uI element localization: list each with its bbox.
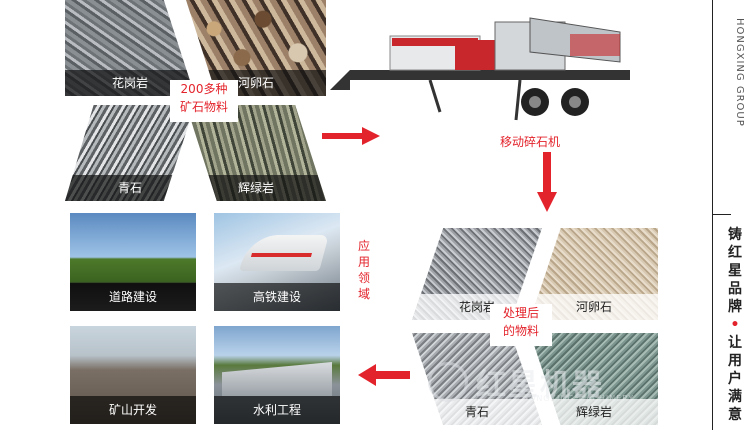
sidebar-brand-en: HONGXING GROUP bbox=[734, 18, 745, 127]
watermark-brand-en: HONGXING MACHINERY bbox=[522, 394, 635, 403]
water-conservancy-image: 水利工程 bbox=[214, 326, 340, 424]
processed-materials-center-label: 处理后 的物料 bbox=[490, 304, 552, 346]
brand-sidebar: HONGXING GROUP 铸红星品牌 • 让用户满意 bbox=[712, 0, 752, 430]
applications-title: 应用领域 bbox=[357, 239, 370, 301]
slogan-dot: • bbox=[730, 317, 740, 333]
sidebar-slogan: 铸红星品牌 • 让用户满意 bbox=[725, 226, 745, 424]
mining-label: 矿山开发 bbox=[70, 396, 196, 424]
train-graphic bbox=[239, 235, 329, 271]
arrow-left-icon bbox=[358, 364, 410, 386]
diabase-raw-label: 辉绿岩 bbox=[186, 175, 326, 201]
watermark-brand-cn: 红星机器 bbox=[476, 368, 604, 403]
brand-watermark: 红星机器 HONGXING MACHINERY bbox=[428, 360, 698, 406]
bluestone-raw-label: 青石 bbox=[65, 175, 195, 201]
water-conservancy-label: 水利工程 bbox=[214, 396, 340, 424]
watermark-logo-icon bbox=[428, 362, 468, 402]
road-construction-label: 道路建设 bbox=[70, 283, 196, 311]
sidebar-divider bbox=[713, 214, 731, 215]
high-speed-rail-image: 高铁建设 bbox=[214, 213, 340, 311]
raw-materials-center-label: 200多种 矿石物料 bbox=[170, 80, 238, 122]
mobile-crusher-machine-image bbox=[330, 17, 630, 121]
machine-caption: 移动碎石机 bbox=[500, 135, 561, 149]
slogan-part1: 铸红星品牌 bbox=[728, 227, 742, 315]
mining-image: 矿山开发 bbox=[70, 326, 196, 424]
road-construction-image: 道路建设 bbox=[70, 213, 196, 311]
arrow-right-icon bbox=[322, 127, 380, 145]
arrow-down-icon bbox=[537, 152, 557, 212]
dam-graphic bbox=[222, 362, 332, 396]
high-speed-rail-label: 高铁建设 bbox=[214, 283, 340, 311]
slogan-part2: 让用户满意 bbox=[728, 335, 742, 423]
